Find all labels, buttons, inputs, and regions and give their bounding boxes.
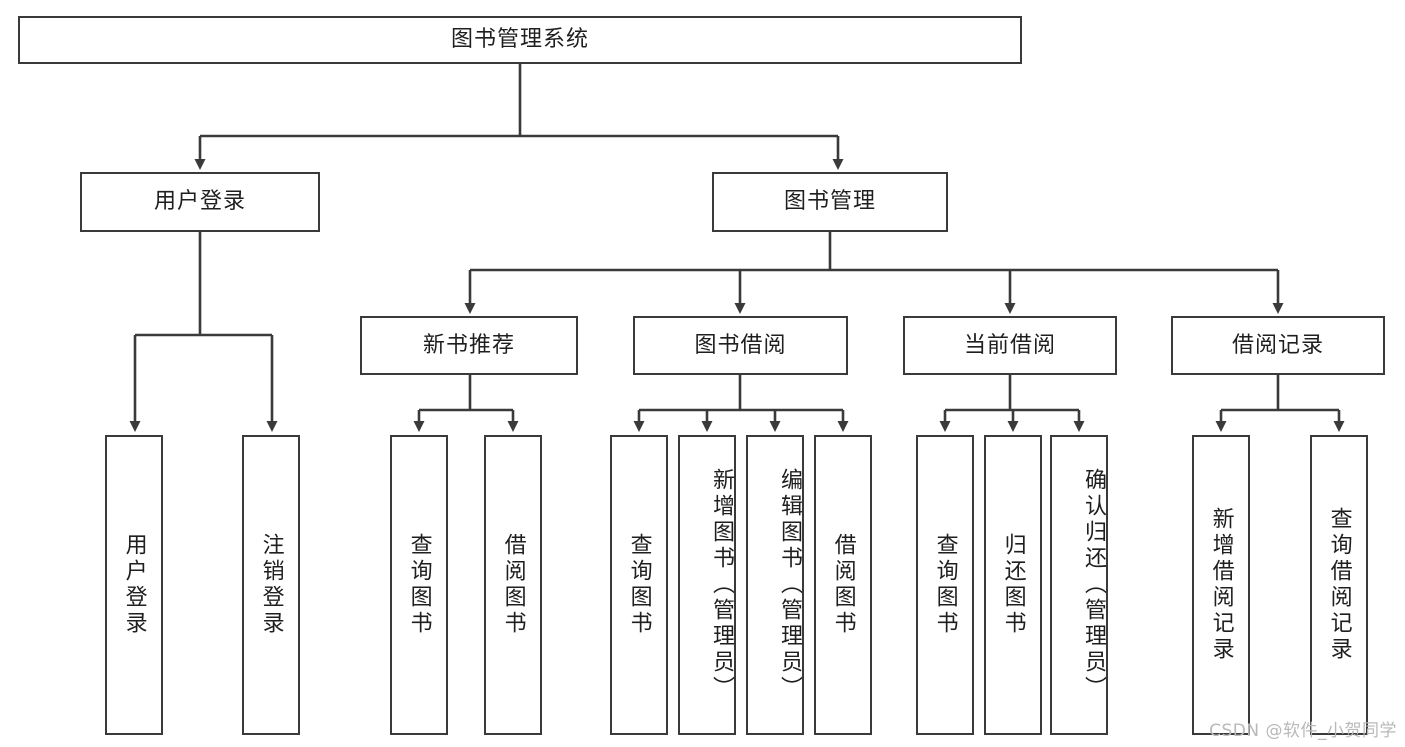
node-label: 借阅图书 — [830, 533, 856, 637]
node-label: 当前借阅 — [963, 332, 1056, 358]
node-leaf-borrow-book-newbook[interactable]: 借阅图书 — [484, 435, 542, 735]
node-label: 用户登录 — [121, 533, 147, 637]
node-current-borrow[interactable]: 当前借阅 — [903, 316, 1117, 375]
node-label: 注销登录 — [258, 533, 284, 637]
node-label: 图书借阅 — [694, 332, 787, 358]
node-label: 查询借阅记录 — [1326, 507, 1352, 663]
node-label: 图书管理 — [783, 189, 876, 215]
node-book-borrow[interactable]: 图书借阅 — [633, 316, 848, 375]
node-new-book-recommend[interactable]: 新书推荐 — [360, 316, 578, 375]
node-label: 新书推荐 — [422, 332, 515, 358]
node-label: 借阅图书 — [500, 533, 526, 637]
node-leaf-query-book-current[interactable]: 查询图书 — [916, 435, 974, 735]
node-label: 查询图书 — [626, 533, 652, 637]
node-label: 查询图书 — [932, 533, 958, 637]
node-label: 确认归还（管理员） — [1081, 468, 1106, 702]
node-label: 编辑图书（管理员） — [777, 468, 802, 702]
node-leaf-add-book-admin[interactable]: 新增图书（管理员） — [678, 435, 736, 735]
node-label: 用户登录 — [153, 189, 246, 215]
node-leaf-user-login[interactable]: 用户登录 — [105, 435, 163, 735]
node-label: 新增借阅记录 — [1208, 507, 1234, 663]
node-leaf-add-borrow-record[interactable]: 新增借阅记录 — [1192, 435, 1250, 735]
csdn-watermark: CSDN @软件_小贺同学 — [1209, 721, 1397, 741]
node-label: 新增图书（管理员） — [709, 468, 734, 702]
node-book-management[interactable]: 图书管理 — [712, 172, 948, 232]
node-leaf-borrow-book[interactable]: 借阅图书 — [814, 435, 872, 735]
node-label: 查询图书 — [406, 533, 432, 637]
node-leaf-query-book-borrow[interactable]: 查询图书 — [610, 435, 668, 735]
node-label: 借阅记录 — [1231, 332, 1324, 358]
node-label: 图书管理系统 — [450, 27, 589, 53]
node-leaf-logout[interactable]: 注销登录 — [242, 435, 300, 735]
node-leaf-query-book-newbook[interactable]: 查询图书 — [390, 435, 448, 735]
node-leaf-query-borrow-record[interactable]: 查询借阅记录 — [1310, 435, 1368, 735]
node-user-login[interactable]: 用户登录 — [80, 172, 320, 232]
node-leaf-confirm-return-admin[interactable]: 确认归还（管理员） — [1050, 435, 1108, 735]
node-borrow-record[interactable]: 借阅记录 — [1171, 316, 1385, 375]
node-root-system[interactable]: 图书管理系统 — [18, 16, 1022, 64]
node-leaf-edit-book-admin[interactable]: 编辑图书（管理员） — [746, 435, 804, 735]
node-label: 归还图书 — [1000, 533, 1026, 637]
node-leaf-return-book[interactable]: 归还图书 — [984, 435, 1042, 735]
